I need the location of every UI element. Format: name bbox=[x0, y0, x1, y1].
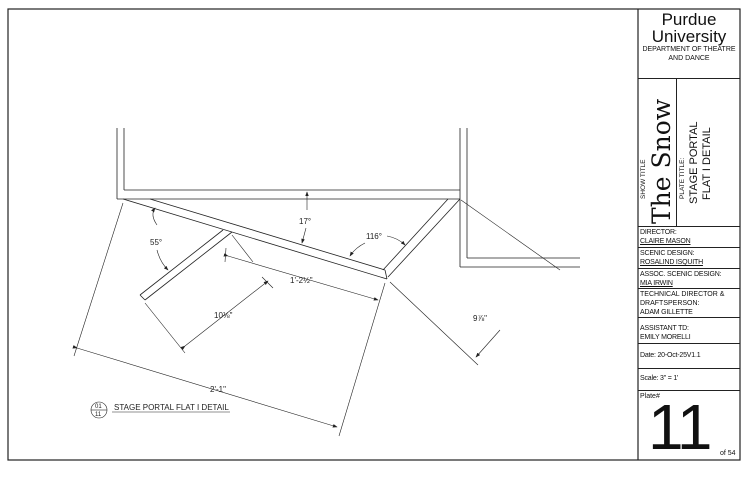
angle-right: 116° bbox=[366, 232, 382, 241]
td-name: ADAM GILLETTE bbox=[640, 309, 693, 316]
td-block: TECHNICAL DIRECTOR & DRAFTSPERSON: ADAM … bbox=[638, 288, 740, 316]
scenic-label: SCENIC DESIGN: bbox=[640, 250, 695, 257]
assoc-label: ASSOC. SCENIC DESIGN: bbox=[640, 271, 722, 278]
date-block: Date: 20-Oct-25V1.1 bbox=[638, 343, 740, 368]
detail-title: STAGE PORTAL FLAT I DETAIL bbox=[114, 403, 229, 412]
dim-span: 1'-2½" bbox=[290, 276, 313, 285]
director-label: DIRECTOR: bbox=[640, 229, 677, 236]
plate-title-label: PLATE TITLE: bbox=[679, 157, 686, 199]
dim-left-brace: 10⅛" bbox=[214, 311, 233, 320]
show-title: The Snow bbox=[647, 98, 676, 224]
plate-title-line2: FLAT I DETAIL bbox=[701, 127, 713, 200]
scale-block: Scale: 3" = 1' bbox=[638, 368, 740, 390]
plate-title-line1: STAGE PORTAL bbox=[688, 121, 700, 204]
scenic-name: ROSALIND ISQUITH bbox=[640, 259, 703, 266]
scenic-block: SCENIC DESIGN: ROSALIND ISQUITH bbox=[638, 247, 740, 268]
university-block: Purdue University DEPARTMENT OF THEATRE … bbox=[638, 9, 740, 78]
date: Date: 20-Oct-25V1.1 bbox=[640, 352, 701, 359]
sheet-border bbox=[7, 8, 741, 461]
plate-block: Plate# 11 of 54 bbox=[638, 390, 740, 463]
assoc-block: ASSOC. SCENIC DESIGN: MIA IRWIN bbox=[638, 268, 740, 288]
dim-overall: 2'-1" bbox=[210, 385, 226, 394]
angle-left: 55° bbox=[150, 238, 162, 247]
scale: Scale: 3" = 1' bbox=[640, 375, 679, 382]
title-section: SHOW TITLE The Snow PLATE TITLE: STAGE P… bbox=[638, 78, 740, 226]
director-name: CLAIRE MASON bbox=[640, 238, 691, 245]
plate-label: Plate# bbox=[640, 393, 660, 400]
atd-block: ASSISTANT TD: EMILY MORELLI bbox=[638, 317, 740, 343]
director-block: DIRECTOR: CLAIRE MASON bbox=[638, 226, 740, 247]
plate-total: of 54 bbox=[720, 450, 736, 457]
detail-number: 01 bbox=[95, 404, 102, 410]
right-wall bbox=[459, 128, 580, 268]
dim-right: 9⅞" bbox=[473, 314, 487, 323]
university-name: Purdue University bbox=[651, 10, 727, 46]
atd-label: ASSISTANT TD: bbox=[640, 325, 689, 332]
detail-sheet: 11 bbox=[95, 412, 102, 418]
left-wall bbox=[116, 128, 460, 200]
plate-number: 11 bbox=[648, 391, 712, 463]
atd-name: EMILY MORELLI bbox=[640, 334, 691, 341]
angle-top: 17° bbox=[299, 217, 311, 226]
assoc-name: MIA IRWIN bbox=[640, 280, 673, 287]
department: DEPARTMENT OF THEATRE AND DANCE bbox=[642, 46, 736, 62]
td-label: TECHNICAL DIRECTOR & DRAFTSPERSON: bbox=[640, 291, 725, 307]
dimension-lines bbox=[72, 191, 561, 437]
